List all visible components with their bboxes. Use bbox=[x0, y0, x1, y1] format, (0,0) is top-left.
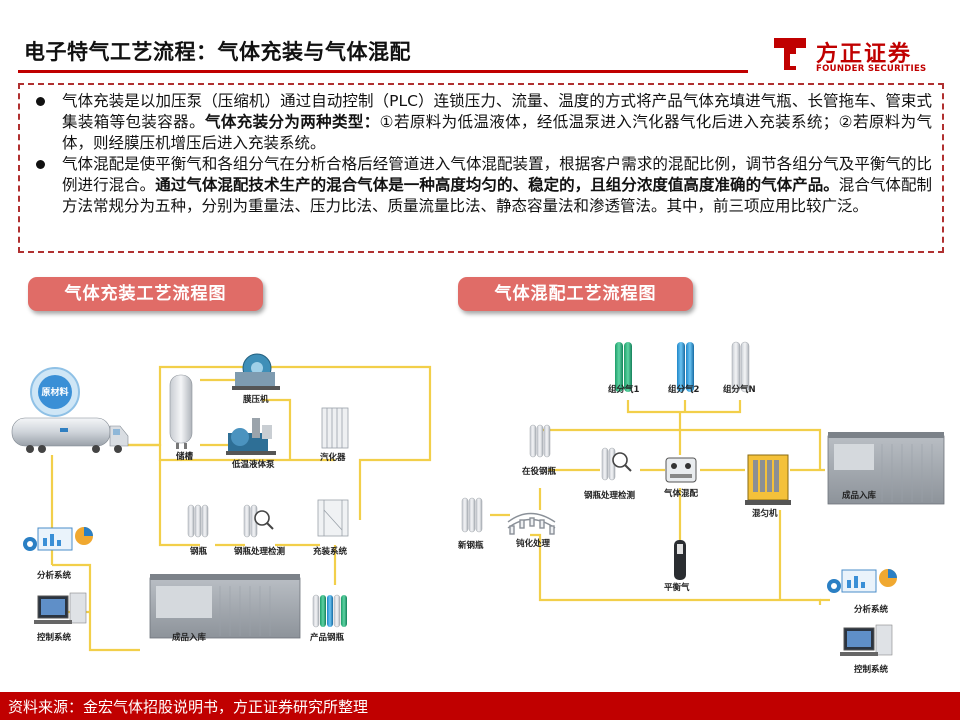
analysis-system-label: 分析系统 bbox=[37, 570, 72, 581]
product-cylinder-label: 产品钢瓶 bbox=[310, 632, 345, 643]
bullet1-text: 气体充装是以加压泵（压缩机）通过自动控制（PLC）连锁压力、流量、温度的方式将产… bbox=[62, 92, 932, 131]
gas-mixing-label: 气体混配 bbox=[663, 488, 699, 499]
process-diagrams: 原材料 储槽 膜压机 低温液体泵 汽化器 钢瓶 bbox=[11, 341, 945, 675]
homogenizer-label: 混匀机 bbox=[752, 508, 778, 519]
bullet2-text-2: 混合气体配制方法常规分为五种，分别为重量法、压力比法、质量流量比法、静态容量法和… bbox=[62, 176, 932, 215]
vaporizer-icon bbox=[321, 407, 349, 449]
filling-system-label: 充装系统 bbox=[313, 546, 348, 557]
in-service-cylinder-icon bbox=[529, 424, 551, 458]
component-gas-n-label: 组分气N bbox=[723, 384, 756, 395]
tanker-truck-icon bbox=[11, 417, 129, 453]
page-title: 电子特气工艺流程：气体充装与气体混配 bbox=[24, 40, 411, 64]
raw-material-label: 原材料 bbox=[41, 386, 68, 398]
cylinder-label: 钢瓶 bbox=[190, 546, 208, 557]
vaporizer-label: 汽化器 bbox=[320, 452, 346, 463]
component-gas-n-icon bbox=[731, 341, 750, 393]
control-system-icon bbox=[34, 592, 87, 624]
component-gas-1-icon bbox=[615, 342, 632, 392]
component-gas-2-icon bbox=[677, 342, 694, 392]
cryogenic-pump-icon bbox=[226, 418, 276, 455]
raw-material-badge: 原材料 bbox=[30, 367, 80, 417]
cylinder-inspection-icon bbox=[243, 504, 274, 538]
component-gas-1-label: 组分气1 bbox=[608, 384, 640, 395]
homogenizer-icon bbox=[745, 454, 791, 505]
mixing-warehouse-label: 成品入库 bbox=[842, 490, 877, 501]
mixing-cylinder-inspection-label: 钢瓶处理检测 bbox=[584, 490, 636, 501]
new-cylinder-icon bbox=[461, 497, 483, 533]
in-service-cylinder-label: 在役钢瓶 bbox=[522, 466, 557, 477]
mixing-warehouse-icon bbox=[827, 432, 945, 505]
mixing-control-system-icon bbox=[840, 624, 893, 656]
mixing-analysis-system-label: 分析系统 bbox=[854, 604, 889, 615]
source-note: 资料来源：金宏气体招股说明书，方正证券研究所整理 bbox=[8, 698, 369, 716]
control-system-label: 控制系统 bbox=[37, 632, 72, 643]
analysis-system-icon bbox=[23, 527, 93, 551]
filling-section-title: 气体充装工艺流程图 bbox=[28, 277, 263, 311]
balance-gas-label: 平衡气 bbox=[664, 582, 690, 593]
cylinder-icon bbox=[187, 504, 209, 538]
bullet-filling: 气体充装是以加压泵（压缩机）通过自动控制（PLC）连锁压力、流量、温度的方式将产… bbox=[32, 91, 932, 154]
bullet-dot bbox=[36, 97, 45, 106]
cylinder-inspection-label: 钢瓶处理检测 bbox=[234, 546, 286, 557]
mixing-cylinder-inspection-icon bbox=[601, 447, 632, 481]
balance-gas-icon bbox=[674, 540, 686, 580]
mixing-analysis-system-icon bbox=[827, 569, 897, 593]
mixing-section-title: 气体混配工艺流程图 bbox=[458, 277, 693, 311]
logo-mark-icon bbox=[774, 38, 806, 70]
membrane-compressor-label: 膜压机 bbox=[243, 394, 269, 405]
footer-bar: 资料来源：金宏气体招股说明书，方正证券研究所整理 bbox=[0, 692, 960, 720]
component-gas-2-label: 组分气2 bbox=[668, 384, 700, 395]
membrane-compressor-icon bbox=[232, 353, 280, 390]
warehouse-label: 成品入库 bbox=[172, 632, 207, 643]
filling-system-icon bbox=[317, 499, 349, 537]
bullet1-text-2: ①若原料为低温液体，经低温泵进入汽化器气化后进入充装系统；②若原料为气体，则经膜… bbox=[62, 113, 932, 152]
passivation-label: 钝化处理 bbox=[516, 538, 551, 549]
summary-box: 气体充装是以加压泵（压缩机）通过自动控制（PLC）连锁压力、流量、温度的方式将产… bbox=[18, 83, 944, 253]
new-cylinder-label: 新钢瓶 bbox=[458, 540, 484, 551]
bullet2-bold: 通过气体混配技术生产的混合气体是一种高度均匀的、稳定的，且组分浓度值高度准确的气… bbox=[155, 176, 839, 194]
logo-subtitle: FOUNDER SECURITIES bbox=[816, 64, 927, 74]
gas-mixing-device-icon bbox=[665, 457, 697, 483]
cryogenic-pump-label: 低温液体泵 bbox=[231, 459, 275, 470]
bullet1-bold: 气体充装分为两种类型： bbox=[204, 113, 380, 131]
bullet-mixing: 气体混配是使平衡气和各组分气在分析合格后经管道进入气体混配装置，根据客户需求的混… bbox=[32, 154, 932, 217]
title-divider bbox=[18, 70, 748, 73]
product-cylinder-icon bbox=[312, 594, 347, 628]
logo-name: 方正证券 bbox=[816, 42, 913, 67]
mixing-control-system-label: 控制系统 bbox=[854, 664, 889, 675]
bullet-dot bbox=[36, 160, 45, 169]
storage-tank-icon bbox=[169, 374, 193, 449]
bullet2-text: 气体混配是使平衡气和各组分气在分析合格后经管道进入气体混配装置，根据客户需求的混… bbox=[62, 155, 932, 194]
passivation-icon bbox=[507, 512, 556, 535]
brand-logo: 方正证券 FOUNDER SECURITIES bbox=[770, 34, 950, 78]
storage-tank-label: 储槽 bbox=[175, 451, 194, 462]
warehouse-icon bbox=[149, 574, 301, 639]
